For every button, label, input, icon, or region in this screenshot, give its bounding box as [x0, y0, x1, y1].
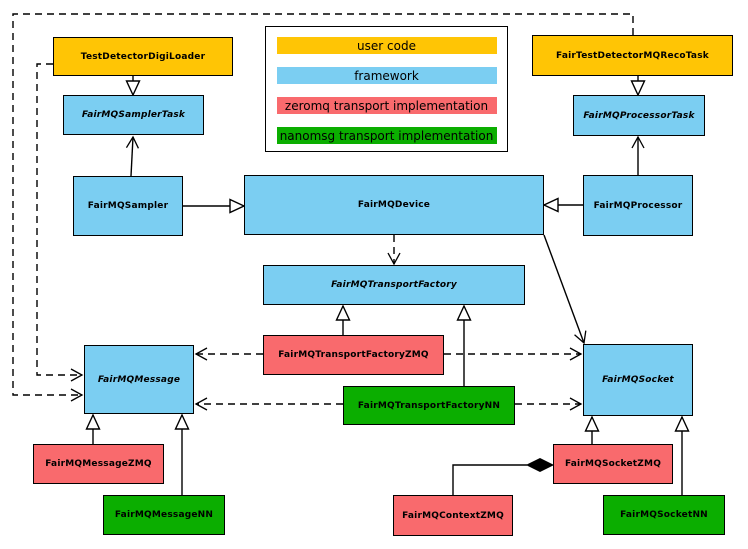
legend-item-user-code: user code: [276, 37, 497, 54]
node-fairmq-sampler: FairMQSampler: [73, 176, 183, 236]
node-fairmq-message-zmq: FairMQMessageZMQ: [33, 444, 164, 484]
node-fairmq-transport-factory-nn: FairMQTransportFactoryNN: [343, 386, 515, 425]
legend: user code framework zeromq transport imp…: [265, 26, 508, 152]
edge-device-socket: [543, 234, 587, 345]
node-fairmq-sampler-task: FairMQSamplerTask: [63, 95, 204, 135]
composition-diamond-icon: [525, 457, 555, 473]
legend-item-zeromq: zeromq transport implementation: [276, 97, 497, 114]
edge-sampler-samplertask: [125, 135, 140, 177]
node-fairmq-processor-task: FairMQProcessorTask: [573, 95, 705, 136]
edge-digiloader-message: [36, 63, 84, 382]
node-fairmq-context-zmq: FairMQContextZMQ: [393, 495, 513, 536]
legend-item-framework: framework: [276, 67, 497, 84]
edge-contextzmq-socketzmq: [452, 464, 527, 495]
node-fairmq-device: FairMQDevice: [244, 175, 544, 235]
node-fairmq-socket-zmq: FairMQSocketZMQ: [553, 444, 673, 484]
node-fairmq-transport-factory: FairMQTransportFactory: [263, 265, 525, 305]
node-fairmq-transport-factory-zmq: FairMQTransportFactoryZMQ: [263, 335, 444, 375]
node-fair-test-detector-mq-reco-task: FairTestDetectorMQRecoTask: [532, 35, 733, 76]
node-fairmq-socket-nn: FairMQSocketNN: [603, 495, 725, 535]
node-fairmq-message-nn: FairMQMessageNN: [103, 495, 225, 535]
edge-recotask-message: [12, 13, 634, 402]
node-fairmq-processor: FairMQProcessor: [583, 175, 693, 236]
node-test-detector-digi-loader: TestDetectorDigiLoader: [53, 37, 233, 76]
node-fairmq-socket: FairMQSocket: [583, 344, 693, 416]
node-fairmq-message: FairMQMessage: [84, 345, 194, 414]
legend-item-nanomsg: nanomsg transport implementation: [276, 127, 497, 144]
